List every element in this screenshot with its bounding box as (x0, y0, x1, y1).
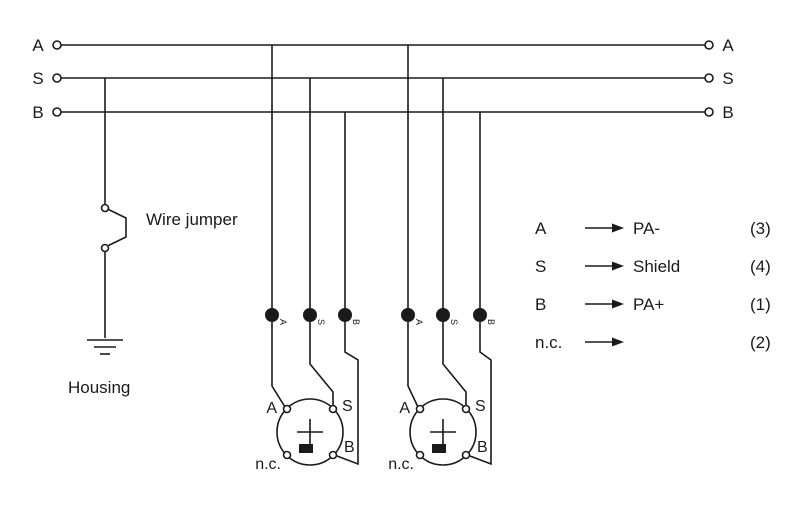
legend-arrow-s-head (612, 261, 624, 271)
legend-terminal-a: (3) (750, 219, 771, 238)
connector2-wire-b-to-pin (469, 322, 492, 466)
connector1-pin-a-label: A (266, 400, 277, 417)
legend-terminal-b: (1) (750, 295, 771, 314)
connector2-terminal-s-label: S (449, 319, 459, 325)
legend-function-s: Shield (633, 257, 680, 276)
bus-line-b: B B (32, 103, 733, 122)
legend-signal-s: S (535, 257, 546, 276)
legend-function-b: PA+ (633, 295, 664, 314)
jumper-bottom-contact-circle (100, 243, 110, 253)
connector1-wire-b-to-pin (336, 322, 359, 466)
connector2-terminal-a-label: A (414, 319, 424, 325)
bus-a-right-label: A (722, 36, 734, 55)
connector2-pin-a-label: A (399, 400, 410, 417)
connector-2-group: A S B A S B n.c. (388, 45, 496, 473)
connector2-terminal-s-dot (436, 308, 450, 322)
connector2-pin-nc-circle (415, 450, 425, 460)
connector1-terminal-a-label: A (278, 319, 288, 325)
legend-arrow-a-head (612, 223, 624, 233)
legend-function-a: PA- (633, 219, 660, 238)
connector1-terminal-s-label: S (316, 319, 326, 325)
legend-row-a: A PA- (3) (535, 219, 771, 238)
bus-line-a: A A (32, 36, 734, 55)
connector1-wire-a-to-pin (271, 322, 286, 408)
legend-row-b: B PA+ (1) (535, 295, 771, 314)
connector1-keyway-square (299, 444, 313, 453)
connector-1-group: A S B A S B n.c. (255, 45, 361, 473)
bus-s-right-terminal-circle (704, 73, 714, 83)
legend-arrow-b-head (612, 299, 624, 309)
connector1-pin-s-circle (328, 404, 338, 414)
connector2-pin-b-circle (461, 450, 471, 460)
connector2-pin-s-label: S (475, 398, 486, 415)
bus-b-right-label: B (722, 103, 733, 122)
connector1-pin-nc-label: n.c. (255, 456, 281, 473)
ground-symbol (87, 339, 123, 355)
connector1-wire-s-to-pin (309, 322, 334, 406)
bus-b-left-terminal-circle (52, 107, 62, 117)
legend-signal-b: B (535, 295, 546, 314)
connector2-terminal-b-dot (473, 308, 487, 322)
bus-b-right-terminal-circle (704, 107, 714, 117)
connector2-terminal-b-label: B (486, 319, 496, 325)
housing-label: Housing (68, 378, 130, 397)
wire-jumper-label: Wire jumper (146, 210, 238, 229)
legend-signal-a: A (535, 219, 547, 238)
legend-terminal-nc: (2) (750, 333, 771, 352)
connector2-pin-a-circle (415, 404, 425, 414)
bus-a-right-terminal-circle (704, 40, 714, 50)
connector1-terminal-b-dot (338, 308, 352, 322)
connector2-wire-a-to-pin (407, 322, 419, 408)
legend-row-s: S Shield (4) (535, 257, 771, 276)
bus-a-left-terminal-circle (52, 40, 62, 50)
connector1-pin-nc-circle (282, 450, 292, 460)
connector1-pin-a-circle (282, 404, 292, 414)
connector1-pin-b-circle (328, 450, 338, 460)
connector1-terminal-a-dot (265, 308, 279, 322)
jumper-top-contact-circle (100, 203, 110, 213)
connector2-terminal-a-dot (401, 308, 415, 322)
legend-terminal-s: (4) (750, 257, 771, 276)
connector2-pin-s-circle (461, 404, 471, 414)
connector2-keyway-square (432, 444, 446, 453)
bus-b-left-label: B (32, 103, 43, 122)
bus-a-left-label: A (32, 36, 44, 55)
connector1-pin-b-label: B (344, 439, 355, 456)
bus-s-left-label: S (32, 69, 43, 88)
connector2-pin-b-label: B (477, 439, 488, 456)
jumper-bridge-wire (108, 208, 127, 247)
legend-arrow-nc-head (612, 337, 624, 347)
connector2-wire-s-to-pin (442, 322, 467, 406)
bus-line-s: S S (32, 69, 733, 88)
bus-s-left-terminal-circle (52, 73, 62, 83)
connector1-pin-s-label: S (342, 398, 353, 415)
legend-row-nc: n.c. (2) (535, 333, 771, 352)
legend-signal-nc: n.c. (535, 333, 562, 352)
bus-lines: A A S S B B (32, 36, 734, 122)
connector1-terminal-b-label: B (351, 319, 361, 325)
connector1-terminal-s-dot (303, 308, 317, 322)
bus-s-right-label: S (722, 69, 733, 88)
connector2-pin-nc-label: n.c. (388, 456, 414, 473)
wire-jumper-branch: Wire jumper Housing (68, 78, 238, 397)
legend: A PA- (3) S Shield (4) B PA+ (1) n.c. (535, 219, 771, 352)
